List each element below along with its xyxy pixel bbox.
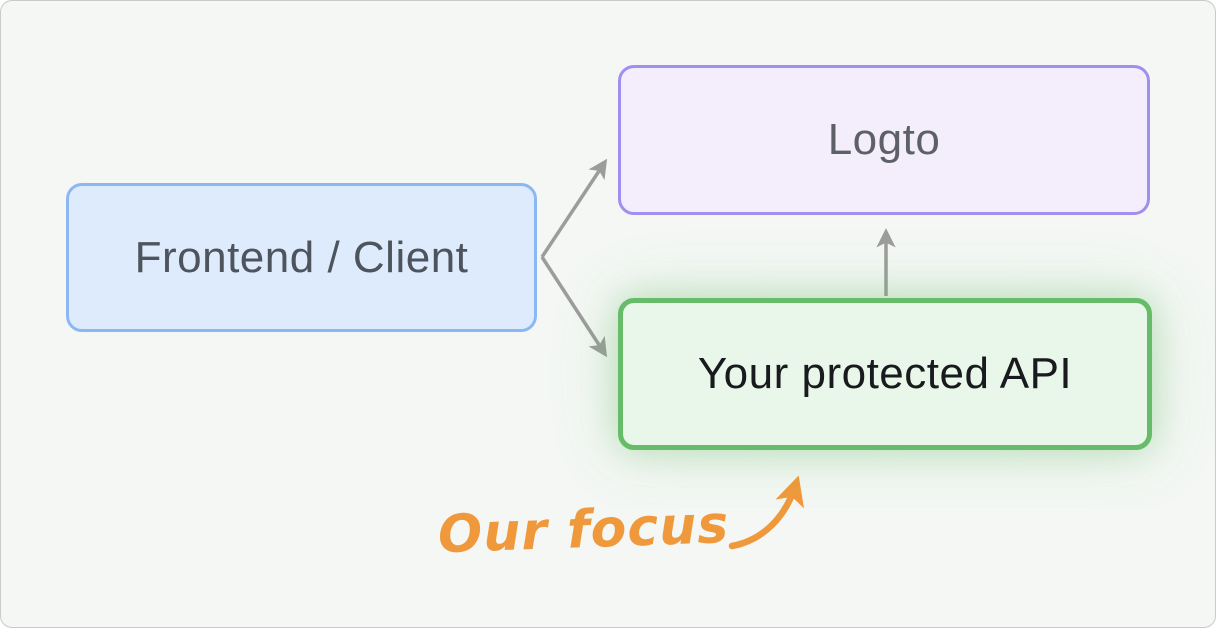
annotation-arrow — [728, 475, 805, 550]
edge-frontend-to-logto — [540, 158, 608, 258]
annotation-our-focus: Our focus — [437, 495, 731, 566]
node-frontend-client-label: Frontend / Client — [134, 232, 469, 282]
node-logto: Logto — [618, 65, 1150, 215]
edge-frontend-to-api — [540, 256, 608, 358]
node-protected-api: Your protected API — [618, 298, 1152, 450]
node-logto-label: Logto — [827, 115, 941, 164]
node-frontend-client: Frontend / Client — [66, 183, 537, 332]
node-protected-api-label: Your protected API — [697, 349, 1073, 398]
